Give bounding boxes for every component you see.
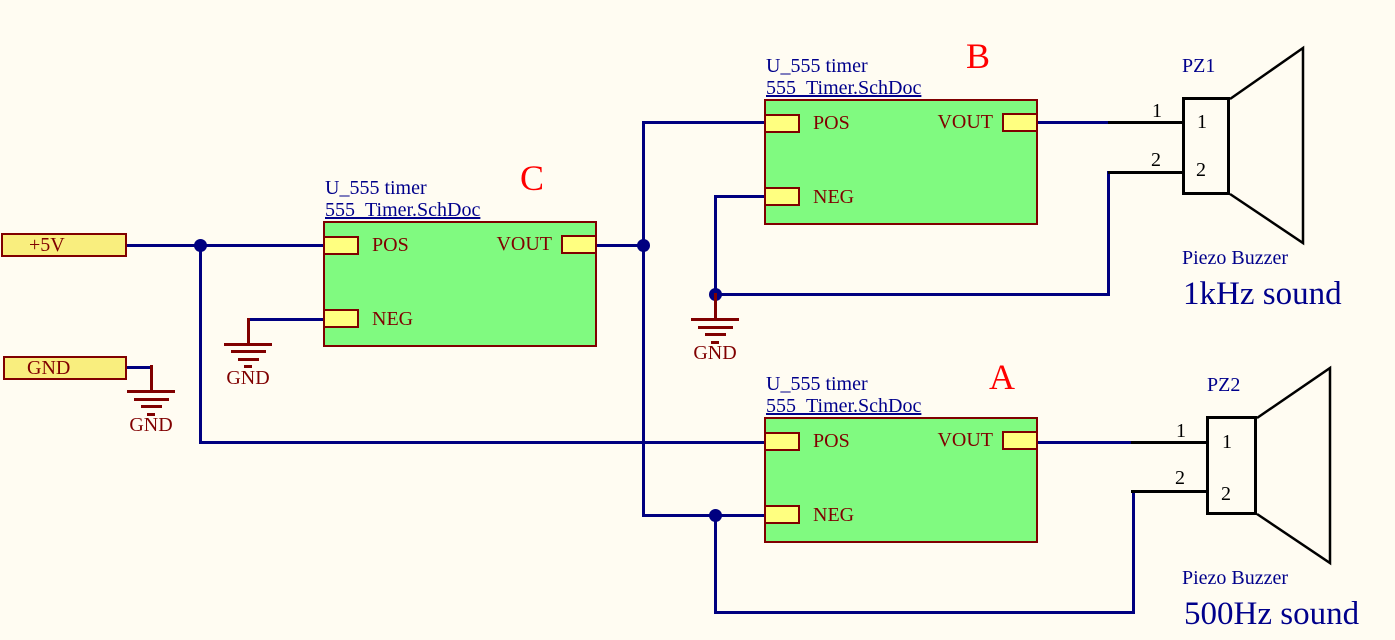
junction-dot [636, 238, 650, 252]
ground-label: GND [129, 414, 173, 436]
pz1-refdes: PZ1 [1182, 55, 1216, 77]
pz2-pin2-line [1131, 489, 1207, 493]
sheet-entry-pos-label: POS [372, 234, 409, 256]
wire-trunk-to-a-neg [641, 513, 766, 517]
pz2-refdes: PZ2 [1207, 374, 1241, 396]
pz1-horn [1229, 45, 1305, 246]
ground-bar [237, 357, 259, 361]
sheet-filename: 555_Timer.SchDoc [325, 199, 481, 221]
sheet-entry-vout-label: VOUT [937, 111, 993, 133]
pz1-pin1-number-inner: 1 [1197, 111, 1207, 133]
ground-label: GND [226, 366, 270, 389]
wire-c-vout-out [589, 243, 644, 247]
ground-stem [149, 365, 153, 390]
pz2-comment: Piezo Buzzer [1182, 567, 1289, 589]
ground-bar [147, 412, 155, 416]
sheet-symbol-b: U_555 timer 555_Timer.SchDoc B POS NEG V… [764, 38, 1038, 225]
sheet-entry-neg-label: NEG [813, 186, 855, 208]
sheet-entry-pos [764, 432, 800, 451]
pz1-pin2-number-outer: 2 [1151, 149, 1161, 171]
wire-vout-trunk [641, 120, 645, 517]
sheet-entry-neg-label: NEG [813, 504, 855, 526]
wire-trunk-to-b-pos [641, 120, 766, 124]
ground-bar [224, 342, 272, 346]
wire-b-neg-drop [713, 194, 717, 296]
wire-bgnd-to-pz1 [713, 292, 1110, 296]
pz2-horn [1256, 365, 1332, 566]
wire-a-vout-to-pz2 [1031, 440, 1132, 444]
sheet-tag: A [989, 357, 1015, 397]
sheet-entry-neg [323, 309, 359, 328]
pz1-comment: Piezo Buzzer [1182, 247, 1289, 269]
wire-b-vout-to-pz1 [1031, 120, 1109, 124]
ground-bar [704, 333, 726, 336]
pz2-pin2-number-inner: 2 [1221, 483, 1231, 505]
sheet-entry-pos-label: POS [813, 112, 850, 134]
pz1-caption: 1kHz sound [1183, 276, 1342, 312]
wire-5v-drop [198, 243, 202, 444]
wire-gndport-stub [127, 365, 152, 369]
ground-bar [140, 405, 162, 408]
wire-bottom-run [713, 610, 1135, 614]
sheet-entry-vout [561, 235, 597, 254]
sheet-entry-pos-label: POS [813, 430, 850, 452]
pz2-pin1-line [1131, 440, 1207, 444]
junction-dot [708, 508, 722, 522]
pz2-caption: 500Hz sound [1184, 596, 1360, 632]
sheet-tag: B [966, 36, 991, 76]
sheet-entry-vout [1002, 113, 1038, 132]
power-port-5v: +5V [1, 233, 127, 257]
sheet-filename: 555_Timer.SchDoc [766, 395, 922, 417]
pz2-pin1-number-inner: 1 [1222, 431, 1232, 453]
ground-bar [230, 350, 266, 353]
pz1-body [1182, 97, 1230, 195]
power-port-gnd: GND [3, 356, 127, 380]
wire-a-neg-drop [713, 513, 717, 614]
pz2-body [1206, 416, 1257, 515]
pz2-pin1-number-outer: 1 [1176, 420, 1186, 442]
pz1-pin2-number-inner: 2 [1196, 159, 1206, 181]
pz2-pin2-number-outer: 2 [1175, 467, 1185, 489]
sheet-entry-pos [764, 114, 800, 133]
sheet-designator: U_555 timer [766, 55, 868, 77]
sheet-designator: U_555 timer [325, 177, 427, 199]
power-port-gnd-label: GND [27, 356, 71, 379]
sheet-symbol-a: U_555 timer 555_Timer.SchDoc A POS NEG V… [764, 359, 1038, 543]
ground-bar [127, 390, 175, 393]
wire-c-neg-to-gnd [248, 317, 323, 321]
sheet-entry-neg [764, 505, 800, 524]
ground-stem [713, 293, 717, 318]
sheet-tag: C [520, 158, 545, 198]
sheet-entry-vout-label: VOUT [937, 429, 993, 451]
sheet-designator: U_555 timer [766, 373, 868, 395]
sheet-filename: 555_Timer.SchDoc [766, 77, 922, 99]
sheet-entry-neg-label: NEG [372, 308, 414, 330]
ground-bar [133, 397, 169, 401]
ground-bar [691, 318, 739, 321]
pz1-pin1-line [1108, 120, 1183, 124]
junction-dot [193, 238, 207, 252]
ground-bar [697, 325, 733, 329]
ground-bar [244, 365, 252, 368]
wire-5v-to-a-pos [198, 440, 766, 444]
ground-bar [711, 340, 719, 344]
sheet-entry-vout [1002, 431, 1038, 450]
sheet-entry-pos [323, 236, 359, 255]
ground-label: GND [693, 342, 737, 364]
wire-pz2-pin2-drop [1131, 489, 1135, 614]
sheet-entry-neg [764, 187, 800, 206]
wire-5v-to-c-pos [127, 243, 323, 247]
wire-b-neg-stub [713, 194, 766, 198]
sheet-entry-vout-label: VOUT [496, 233, 552, 255]
power-port-5v-label: +5V [29, 233, 65, 256]
pz1-pin1-number-outer: 1 [1152, 100, 1162, 122]
wire-pz1-pin2-drop [1106, 170, 1110, 296]
pz1-pin2-line [1108, 170, 1183, 174]
sheet-symbol-c: U_555 timer 555_Timer.SchDoc C POS NEG V… [323, 160, 597, 347]
ground-stem [246, 317, 250, 343]
